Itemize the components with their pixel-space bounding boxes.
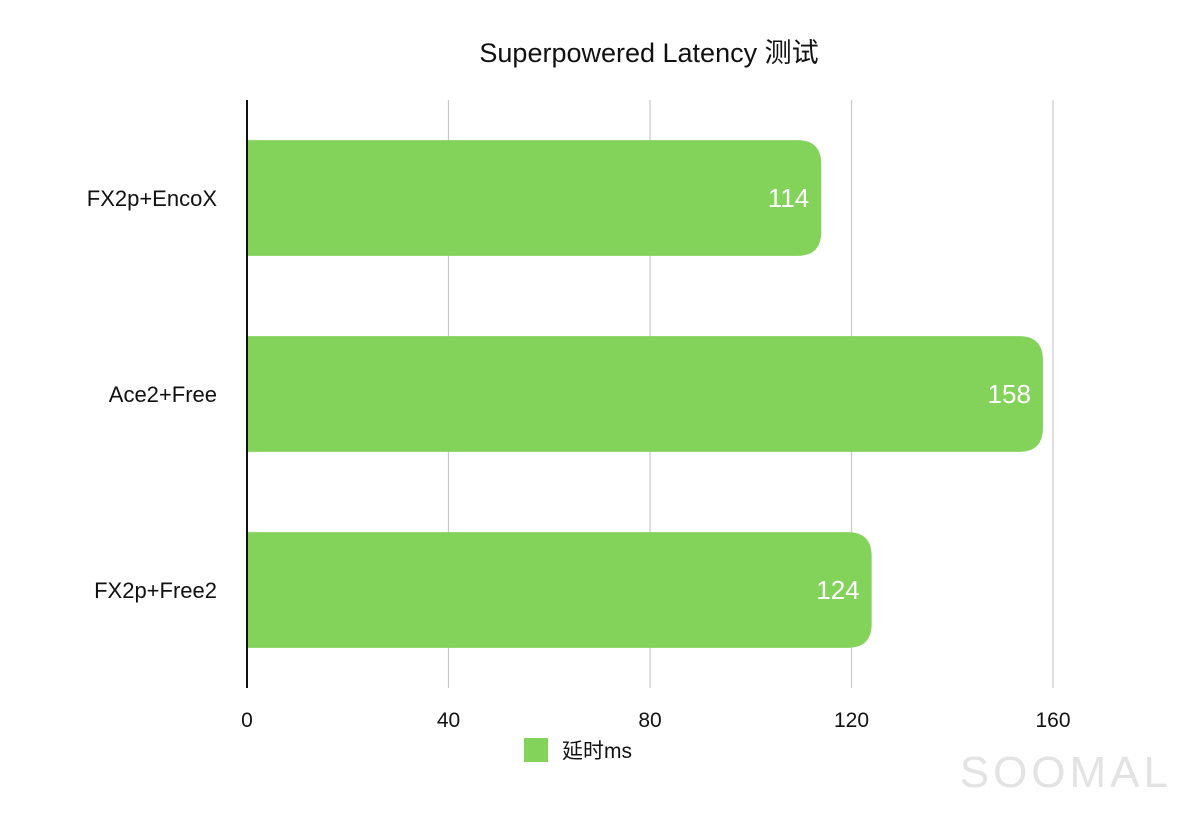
bar bbox=[247, 532, 872, 648]
legend-label: 延时ms bbox=[562, 740, 632, 763]
x-tick-label: 80 bbox=[638, 709, 661, 732]
bar bbox=[247, 140, 822, 256]
data-label: 124 bbox=[816, 575, 859, 605]
x-tick-label: 160 bbox=[1035, 709, 1070, 732]
x-tick-labels: 0 40 80 120 160 bbox=[241, 709, 1070, 732]
x-tick-label: 40 bbox=[437, 709, 460, 732]
x-tick-label: 0 bbox=[241, 709, 253, 732]
watermark: SOOMAL bbox=[959, 748, 1172, 797]
x-tick-label: 120 bbox=[834, 709, 869, 732]
chart-title: Superpowered Latency 测试 bbox=[479, 38, 818, 68]
bars: 114 158 124 bbox=[247, 140, 1043, 648]
data-label: 158 bbox=[988, 379, 1031, 409]
category-label: FX2p+EncoX bbox=[87, 186, 218, 211]
data-label: 114 bbox=[768, 183, 809, 213]
bar bbox=[247, 336, 1043, 452]
legend-swatch bbox=[524, 738, 548, 762]
legend: 延时ms bbox=[524, 738, 632, 763]
category-label: Ace2+Free bbox=[109, 382, 217, 407]
category-label: FX2p+Free2 bbox=[94, 578, 217, 603]
